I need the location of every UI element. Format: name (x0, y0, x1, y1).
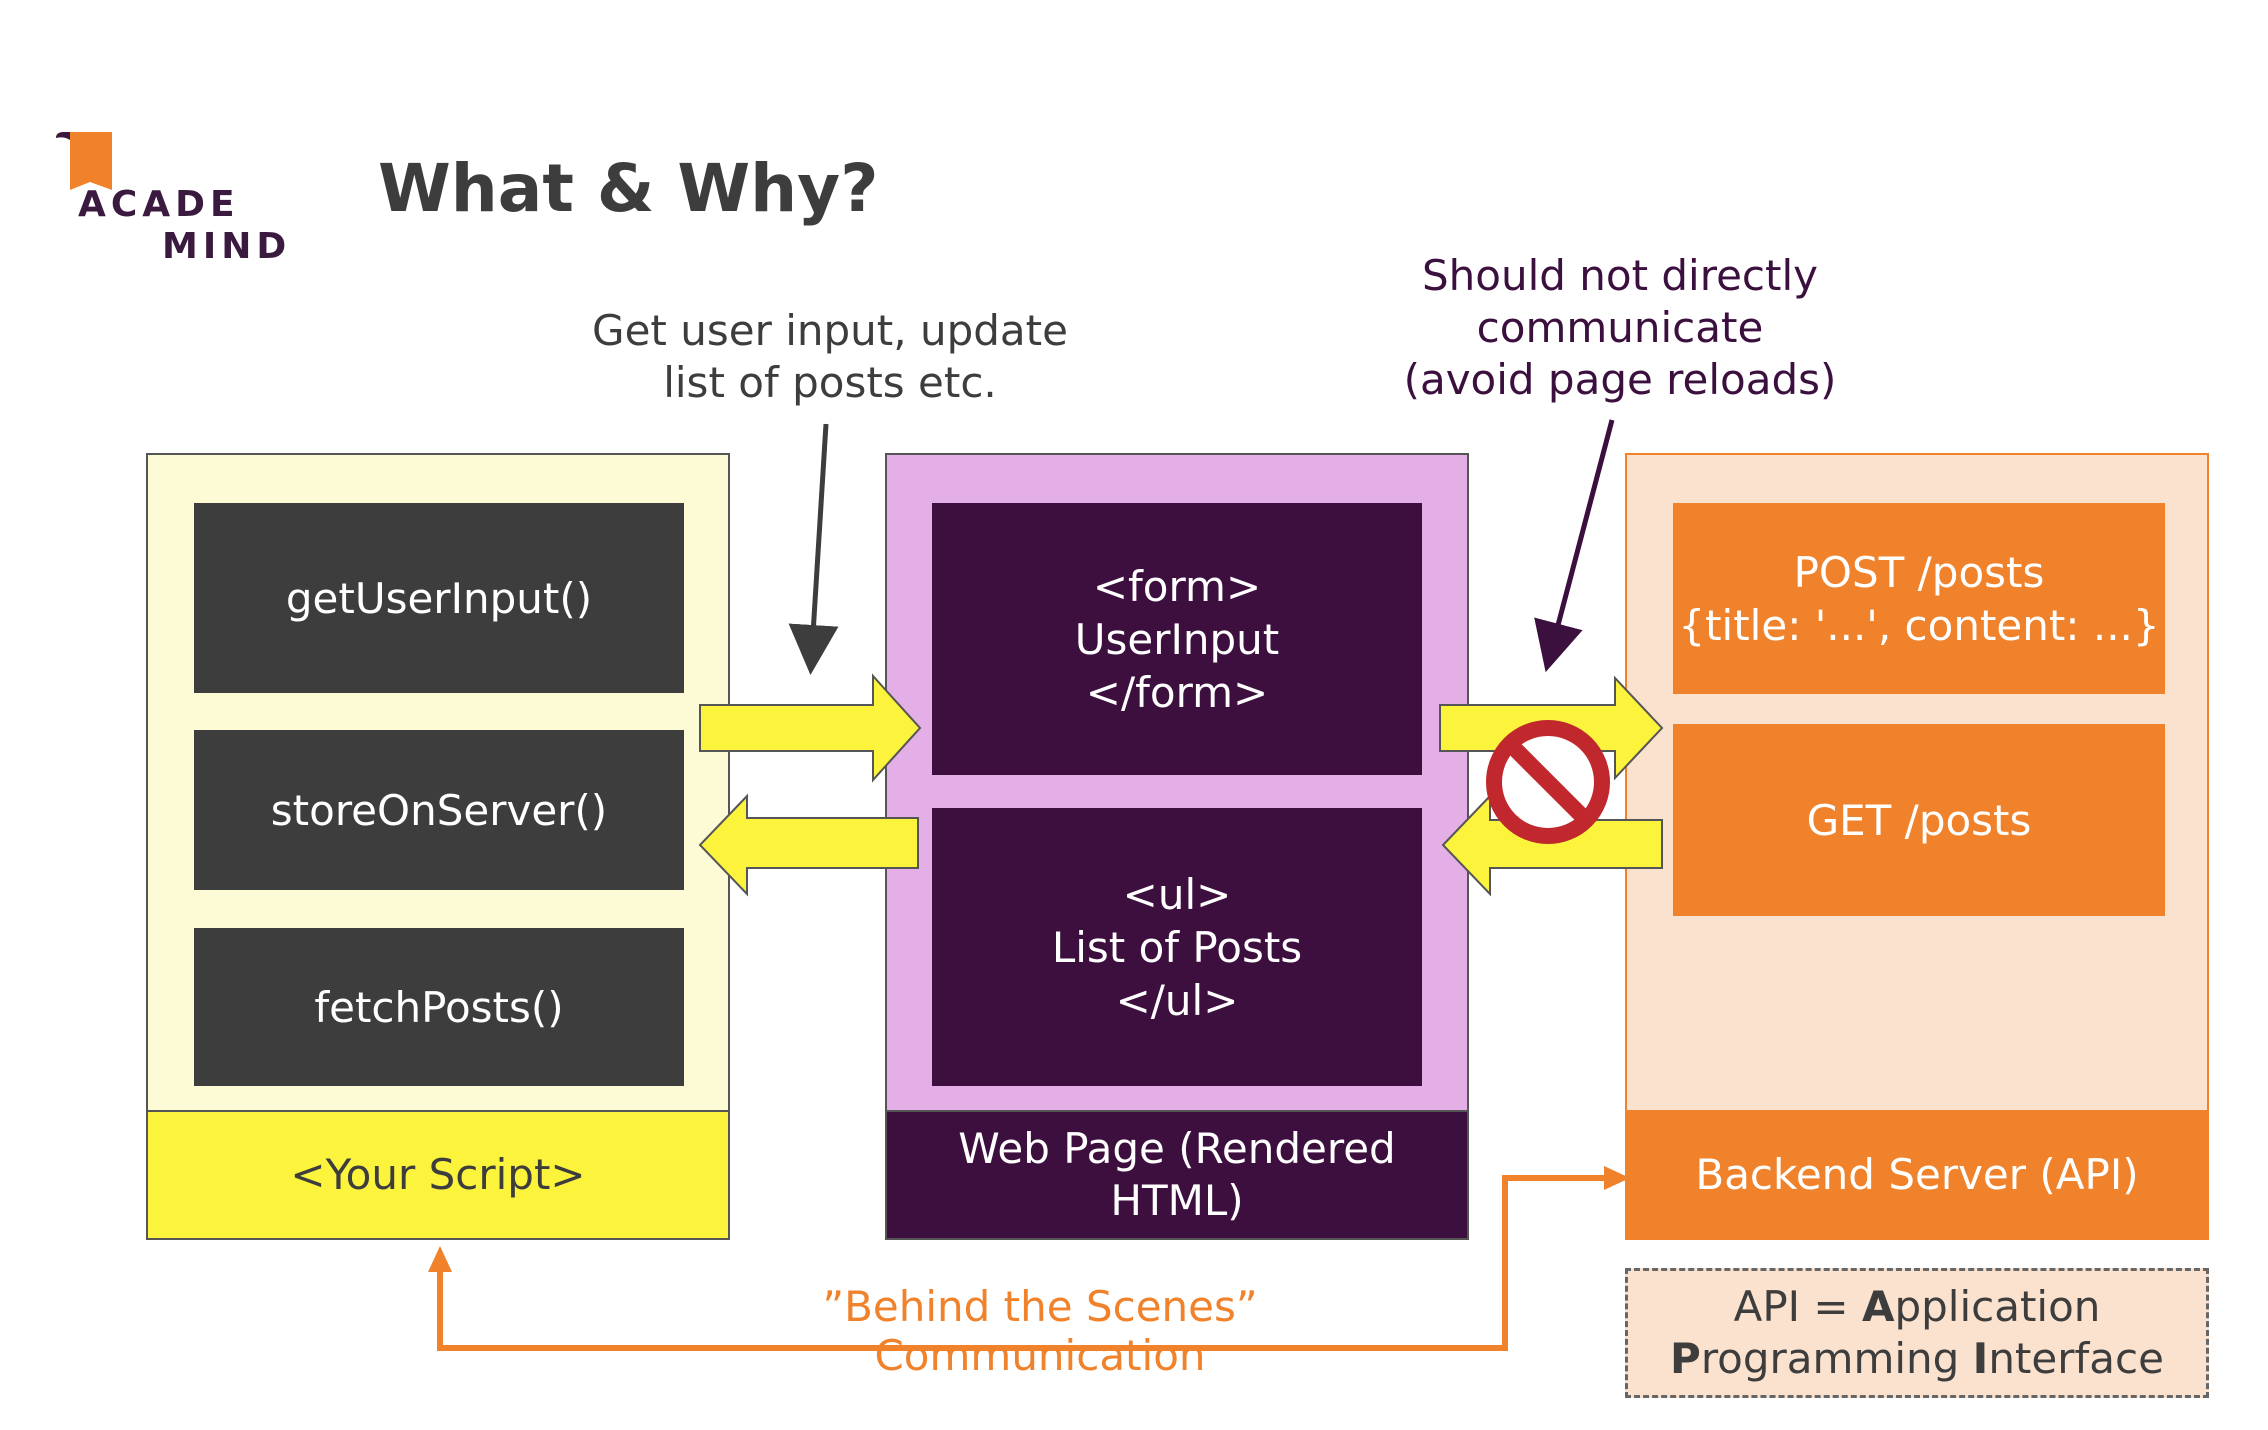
note-user-input-line2: list of posts etc. (663, 358, 997, 407)
academind-logo: ACADE MIND (50, 130, 290, 270)
page-title: What & Why? (378, 150, 879, 227)
connector-arrowhead-right (1604, 1166, 1630, 1190)
note-no-direct-line1: Should not directly (1421, 251, 1818, 300)
note-no-direct-pointer-arrow (1534, 419, 1615, 673)
script-footer: <Your Script> (146, 1110, 730, 1240)
function-storeonserver: storeOnServer() (194, 730, 684, 890)
behind-scenes-connector (437, 1175, 1610, 1351)
api-def-bold-a: A (1861, 1282, 1895, 1331)
web-page-footer: Web Page (Rendered HTML) (885, 1110, 1469, 1240)
connector-arrowhead-up (428, 1246, 452, 1272)
note-no-direct: Should not directly communicate (avoid p… (1370, 250, 1870, 406)
api-def-bold-p: P (1670, 1334, 1701, 1383)
post-posts-block: POST /posts {title: '...', content: ...} (1673, 503, 2165, 694)
form-block: <form> UserInput </form> (932, 503, 1422, 775)
logo-text-line2: MIND (162, 226, 292, 267)
note-user-input: Get user input, update list of posts etc… (560, 305, 1100, 409)
logo-text-line1: ACADE (78, 184, 240, 225)
api-definition-line2: Programming Interface (1670, 1333, 2164, 1385)
list-block: <ul> List of Posts </ul> (932, 808, 1422, 1086)
api-def-text: nterface (1988, 1334, 2164, 1383)
api-def-bold-i: I (1972, 1334, 1989, 1383)
api-def-text: API = (1733, 1282, 1862, 1331)
note-no-direct-line2: communicate (1476, 303, 1764, 352)
api-definition: API = Application Programming Interface (1625, 1268, 2209, 1398)
note-no-direct-line3: (avoid page reloads) (1403, 355, 1837, 404)
backend-footer: Backend Server (API) (1625, 1110, 2209, 1240)
forbidden-icon (1486, 720, 1610, 844)
logo-flag-icon (56, 132, 112, 190)
api-def-text: rogramming (1700, 1334, 1973, 1383)
script-to-webpage-arrow (699, 673, 922, 783)
note-user-input-line1: Get user input, update (592, 306, 1068, 355)
get-posts-block: GET /posts (1673, 724, 2165, 916)
note-user-input-pointer-arrow (788, 423, 839, 675)
function-getuserinput: getUserInput() (194, 503, 684, 693)
backend-to-webpage-arrow (1441, 793, 1663, 897)
webpage-to-script-arrow (698, 793, 919, 897)
api-def-text: pplication (1894, 1282, 2101, 1331)
function-fetchposts: fetchPosts() (194, 928, 684, 1086)
api-definition-line1: API = Application (1734, 1281, 2101, 1333)
behind-scenes-label: ”Behind the Scenes” Communication (822, 1282, 1258, 1380)
